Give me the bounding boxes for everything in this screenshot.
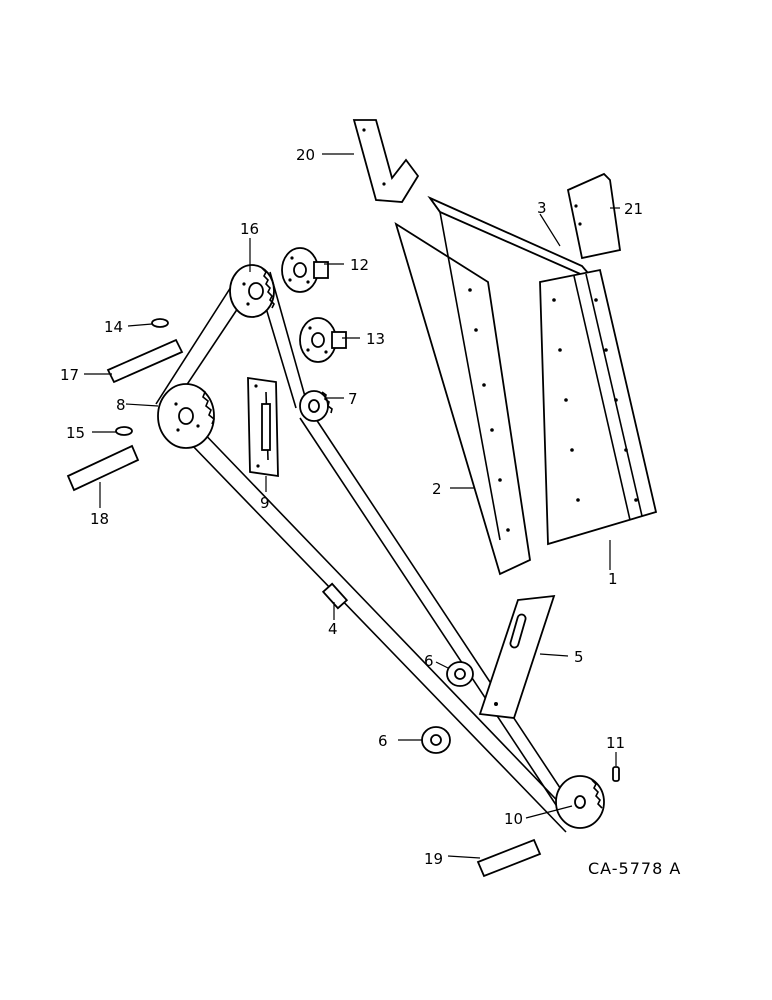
callout-21: 21	[624, 200, 643, 218]
callout-12: 12	[350, 256, 369, 274]
key-14	[151, 318, 169, 328]
callout-4: 4	[328, 620, 338, 638]
callout-8: 8	[116, 396, 126, 414]
callout-1: 1	[608, 570, 618, 588]
callout-10: 10	[504, 810, 523, 828]
callout-6-lower: 6	[378, 732, 388, 750]
idler-sprocket-7	[299, 390, 333, 422]
callout-20: 20	[296, 146, 315, 164]
callout-11: 11	[606, 734, 625, 752]
sprocket-8	[157, 383, 215, 449]
callout-18: 18	[90, 510, 109, 528]
leader-lines	[84, 153, 620, 859]
pin-11	[612, 766, 620, 782]
sprocket-16	[229, 264, 275, 318]
shaft-19	[476, 838, 542, 878]
hub-12	[281, 247, 329, 293]
callout-13: 13	[366, 330, 385, 348]
callout-14: 14	[104, 318, 123, 336]
panel-1	[539, 268, 658, 546]
callout-5: 5	[574, 648, 584, 666]
callout-17: 17	[60, 366, 79, 384]
callout-3: 3	[537, 199, 547, 217]
shaft-18	[66, 444, 140, 492]
callout-9: 9	[260, 494, 270, 512]
roller-6-lower	[421, 726, 451, 754]
callout-19: 19	[424, 850, 443, 868]
sprocket-10	[555, 775, 605, 829]
drawing-code: CA-5778 A	[588, 859, 681, 878]
roller-6-upper	[446, 661, 474, 687]
callout-6-upper: 6	[424, 652, 434, 670]
shaft-17	[106, 338, 184, 384]
callout-2: 2	[432, 480, 442, 498]
bracket-21	[566, 172, 622, 260]
key-15	[115, 426, 133, 436]
bracket-20	[352, 119, 420, 203]
callout-15: 15	[66, 424, 85, 442]
callout-7: 7	[348, 390, 358, 408]
tensioner-plate-5	[478, 594, 556, 719]
hub-13	[299, 317, 347, 363]
callout-16: 16	[240, 220, 259, 238]
panel-2	[394, 221, 531, 576]
bracket-9	[247, 376, 279, 478]
